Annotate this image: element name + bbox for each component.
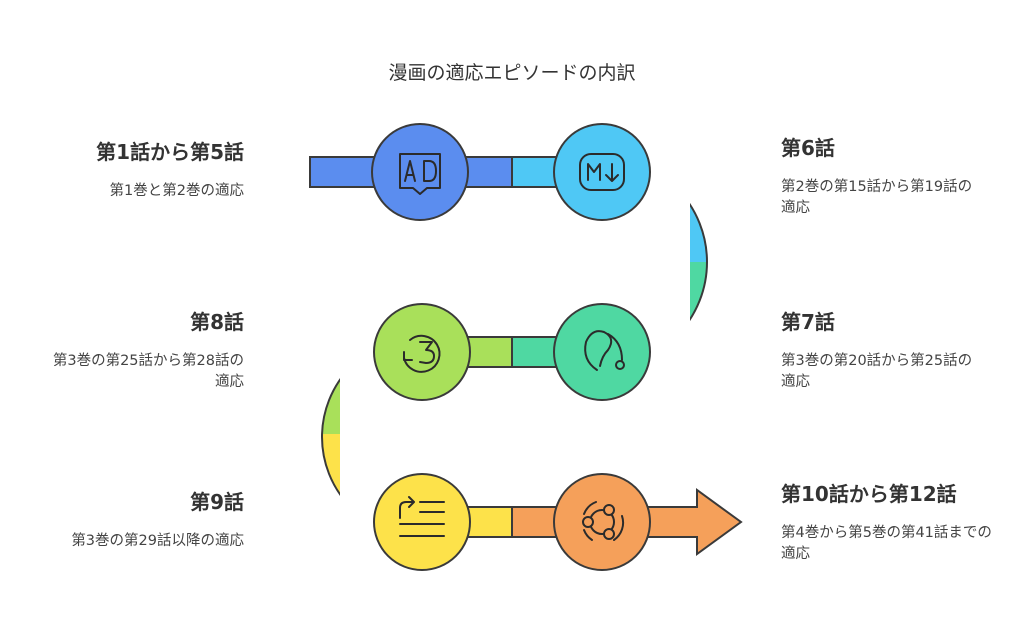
step-1-description: 第1巻と第2巻の適応 [109, 183, 244, 199]
node-1 [371, 123, 469, 221]
node-5 [373, 473, 471, 571]
step-3-text: 第7話 第3巻の第20話から第25話の適応 [781, 306, 986, 393]
step-4-description: 第3巻の第25話から第28話の適応 [52, 353, 244, 390]
step-6-description: 第4巻から第5巻の第41話までの適応 [781, 525, 992, 562]
step-4-text: 第8話 第3巻の第25話から第28話の適応 [40, 306, 244, 393]
node-2 [553, 123, 651, 221]
diagram-title: 漫画の適応エピソードの内訳 [388, 62, 636, 84]
step-4-heading: 第8話 [190, 310, 244, 334]
forward-list-icon [399, 496, 445, 537]
step-6-text: 第10話から第12話 第4巻から第5巻の第41話までの適応 [781, 478, 996, 565]
node-4 [373, 303, 471, 401]
safety-pin-icon [584, 330, 625, 371]
rewind-3-icon [403, 334, 441, 373]
step-3-heading: 第7話 [781, 310, 835, 334]
step-1-text: 第1話から第5話 第1巻と第2巻の適応 [40, 136, 244, 202]
step-3-description: 第3巻の第20話から第25話の適応 [781, 353, 973, 390]
ubuntu-icon [582, 501, 625, 541]
step-6-heading: 第10話から第12話 [781, 482, 957, 506]
node-3 [553, 303, 651, 401]
step-5-text: 第9話 第3巻の第29話以降の適応 [20, 486, 244, 552]
step-5-description: 第3巻の第29話以降の適応 [71, 533, 244, 549]
step-2-description: 第2巻の第15話から第19話の適応 [781, 179, 973, 216]
markdown-down-icon [579, 153, 625, 191]
step-1-heading: 第1話から第5話 [96, 140, 244, 164]
step-2-heading: 第6話 [781, 136, 835, 160]
step-5-heading: 第9話 [190, 490, 244, 514]
book-ad-icon [399, 153, 441, 195]
node-6 [553, 473, 651, 571]
step-2-text: 第6話 第2巻の第15話から第19話の適応 [781, 132, 986, 219]
